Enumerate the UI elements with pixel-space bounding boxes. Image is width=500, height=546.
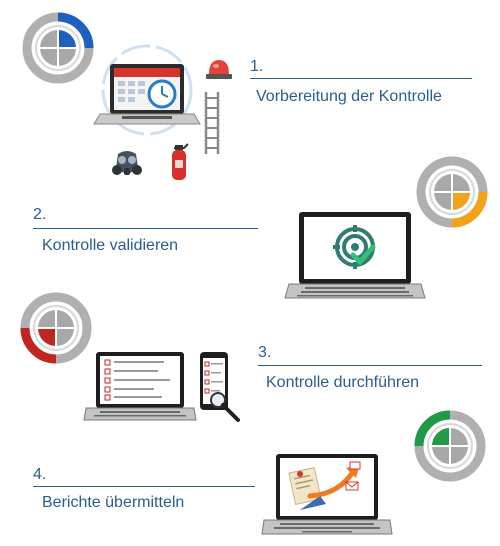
target-check-laptop-icon [284,212,426,299]
step-4-divider [33,486,255,487]
step-4-number: 4. [33,466,47,483]
step-3-divider [258,365,482,366]
step-2-title: Kontrolle validieren [42,237,179,254]
checklist-phone-magnifier-icon [200,352,240,422]
progress-ring-step-4-icon [414,410,486,482]
calendar-laptop-icon [93,44,201,136]
step-1-title: Vorbereitung der Kontrolle [256,88,442,105]
step-3-number: 3. [258,344,272,361]
ladder-icon [204,92,220,154]
step-2-divider [33,228,258,229]
step-3-title: Kontrolle durchführen [266,374,419,391]
progress-ring-step-3-icon [20,292,92,364]
gas-mask-icon [112,151,142,175]
fire-extinguisher-icon [172,143,189,180]
report-send-laptop-icon [261,454,393,535]
progress-ring-step-2-icon [416,156,488,228]
checklist-laptop-icon [83,352,197,421]
step-1-number: 1. [250,58,264,75]
alarm-light-icon [206,60,232,79]
step-4-title: Berichte übermitteln [42,494,185,511]
step-1-divider [250,78,472,79]
progress-ring-step-1-icon [22,12,94,84]
step-2-number: 2. [33,206,47,223]
